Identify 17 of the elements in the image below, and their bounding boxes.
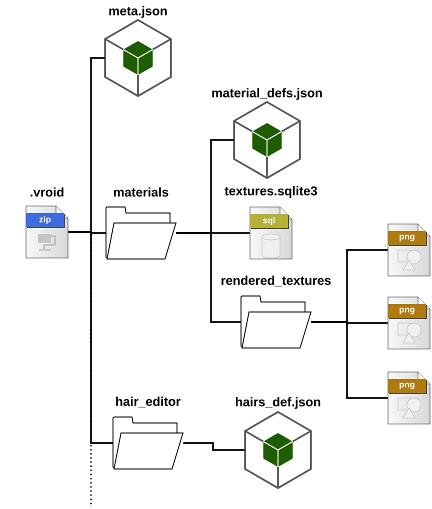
file-name: textures.sqlite3 xyxy=(224,186,317,198)
connector-line xyxy=(183,442,245,451)
file-name: meta.json xyxy=(109,6,167,18)
connector-line xyxy=(68,231,113,444)
file-tag: sql xyxy=(250,214,289,229)
file-name: hairs_def.json xyxy=(236,397,320,409)
file-name: rendered_textures xyxy=(222,276,331,286)
file-name: hair_editor xyxy=(116,396,181,408)
file-tag: png xyxy=(388,379,427,394)
file-name: material_defs.json xyxy=(212,88,322,100)
connector-line xyxy=(311,321,388,399)
file-tag: png xyxy=(388,231,427,246)
file-tag: zip xyxy=(26,213,65,228)
file-name: materials xyxy=(114,187,168,197)
file-tag: png xyxy=(388,304,427,319)
connector-line xyxy=(176,232,241,323)
file-name: .vroid xyxy=(30,187,64,197)
